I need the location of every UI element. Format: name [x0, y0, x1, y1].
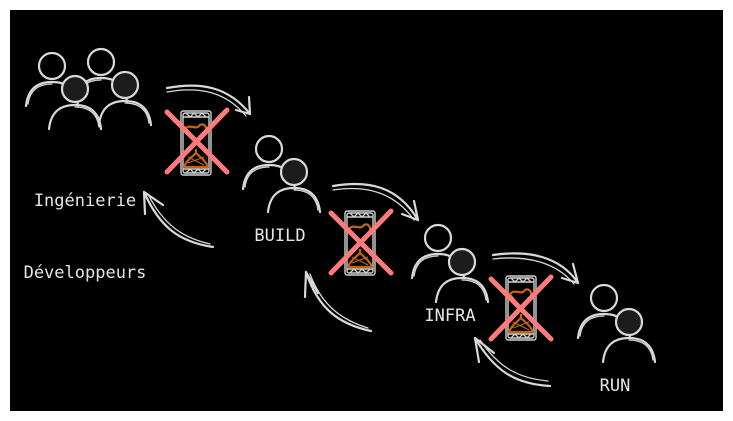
group-run: [576, 283, 657, 364]
arrow-build-to-dev: [142, 190, 215, 249]
cross-icon: [491, 277, 551, 339]
wait-infra-run: [491, 276, 551, 340]
group-label-run: RUN: [599, 376, 631, 396]
arrow-dev-to-build: [165, 84, 252, 117]
group-infra: [410, 223, 490, 304]
arrow-build-to-infra: [331, 182, 420, 222]
person-icon: [266, 157, 322, 214]
group-dev: [24, 47, 153, 131]
person-icon: [97, 70, 153, 127]
arrow-run-to-infra: [473, 336, 552, 388]
label-line-1: Ingénierie: [33, 191, 137, 211]
group-build: [241, 134, 322, 214]
person-icon: [47, 74, 103, 131]
cross-icon: [167, 110, 227, 172]
group-label-dev: Ingénierie Développeurs: [10, 141, 160, 309]
arrow-infra-to-run: [491, 252, 580, 285]
person-icon: [601, 307, 657, 364]
wait-dev-build: [167, 110, 227, 177]
wait-build-infra: [331, 211, 391, 277]
arrow-infra-to-build: [303, 270, 373, 333]
cross-icon: [331, 211, 391, 273]
group-label-build: BUILD: [254, 226, 306, 246]
person-icon: [434, 247, 490, 304]
label-line-2: Développeurs: [23, 263, 147, 283]
group-label-infra: INFRA: [424, 306, 476, 326]
